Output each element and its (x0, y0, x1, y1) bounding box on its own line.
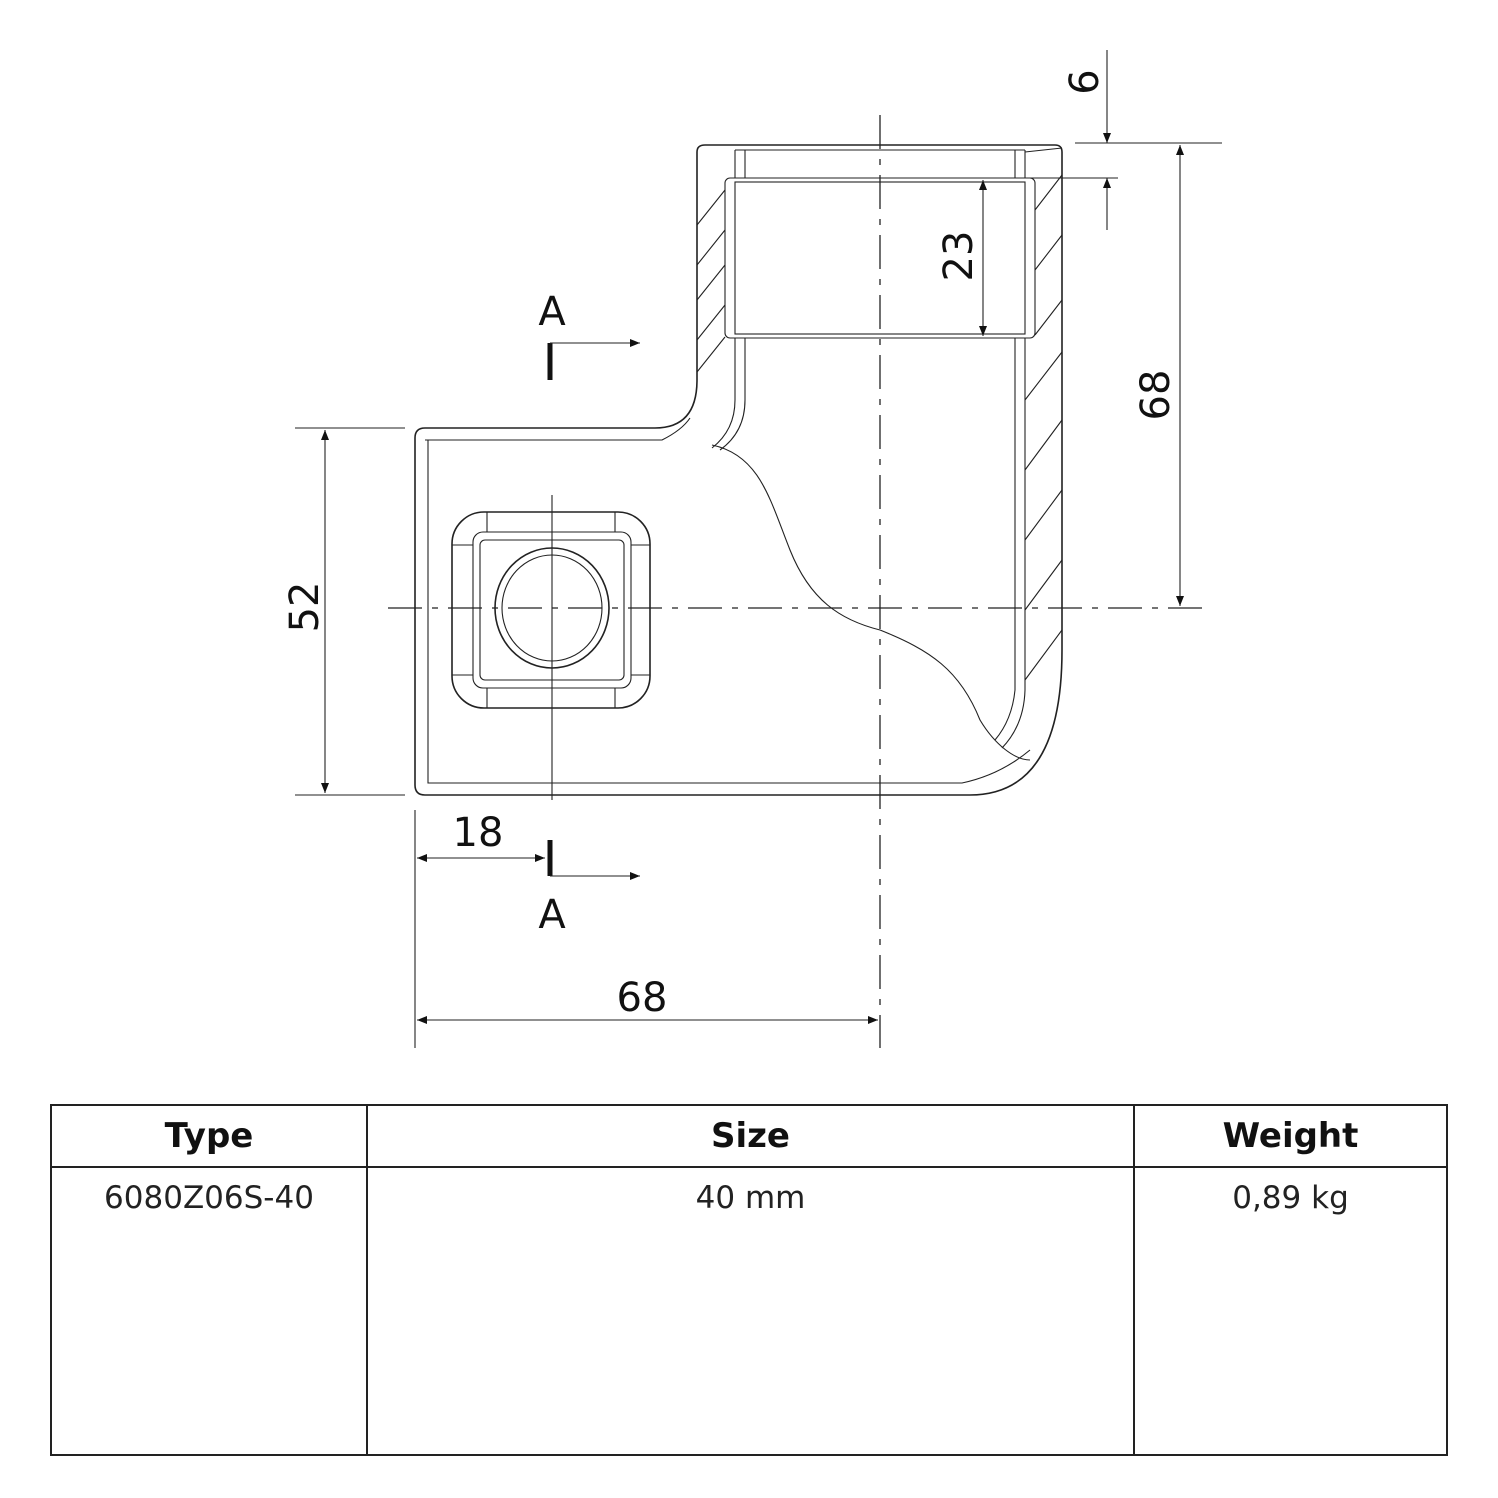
section-marker-top (547, 339, 640, 380)
dim-set-screw-offset: 18 (453, 810, 504, 856)
header-size: Size (366, 1104, 1135, 1168)
cell-size: 40 mm (366, 1166, 1135, 1456)
section-label-bottom: A (538, 892, 566, 938)
dim-height: 68 (1133, 370, 1179, 421)
center-lines (388, 115, 1208, 1048)
header-weight: Weight (1133, 1104, 1448, 1168)
cell-weight: 0,89 kg (1133, 1166, 1448, 1456)
dim-thread-depth: 23 (936, 231, 982, 282)
technical-drawing: A A 6 23 68 52 18 68 (282, 50, 1222, 1048)
section-marker-bottom (547, 840, 640, 880)
dim-collar: 6 (1062, 69, 1108, 94)
table-header-row: Type Size Weight (50, 1104, 1448, 1168)
dim-left-height: 52 (282, 582, 328, 633)
set-screw-circle (494, 547, 610, 669)
cell-type: 6080Z06S-40 (50, 1166, 368, 1456)
section-label-top: A (538, 289, 566, 335)
set-screw-boss (451, 511, 651, 709)
header-type: Type (50, 1104, 368, 1168)
elbow-fitting-outline (414, 144, 1063, 796)
spec-table: Type Size Weight 6080Z06S-40 40 mm 0,89 … (50, 1104, 1448, 1456)
dim-width: 68 (617, 975, 668, 1021)
dimension-lines (295, 50, 1222, 1048)
table-row: 6080Z06S-40 40 mm 0,89 kg (50, 1166, 1448, 1456)
